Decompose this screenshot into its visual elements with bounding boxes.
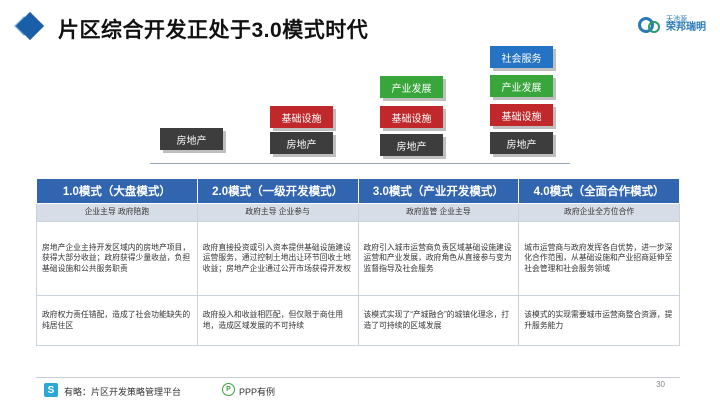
block-real-estate: 房地产	[380, 134, 443, 156]
page-title: 片区综合开发正处于3.0模式时代	[58, 19, 369, 42]
table-cell: 政府监管 企业主导	[357, 203, 520, 222]
table-cell: 政府企业全方位合作	[518, 203, 680, 222]
company-logo: 天池源 荣邦瑞明	[638, 16, 706, 33]
block-industry: 产业发展	[490, 75, 553, 97]
table-cell: 该模式实现了“产城融合”的城镇化理念，打造了可持续的区域发展	[357, 295, 520, 346]
platform-name: 有略：片区开发策略管理平台	[64, 387, 182, 397]
page-number: 30	[656, 380, 665, 389]
table-row: 政府权力责任错配，造成了社会功能缺失的纯居住区 政府投入和收益相匹配，但仅限于商…	[36, 295, 680, 346]
header-mode-2: 2.0模式（一级开发模式）	[196, 178, 359, 204]
logo-line-1: 天池源	[666, 16, 687, 23]
table-row: 房地产企业主持开发区域内的房地产项目，获得大部分收益；政府获得少量收益，负担基础…	[36, 221, 680, 296]
block-real-estate: 房地产	[270, 132, 333, 154]
header-mode-3: 3.0模式（产业开发模式）	[357, 178, 520, 204]
header-mode-4: 4.0模式（全面合作模式）	[518, 178, 680, 204]
block-real-estate: 房地产	[490, 132, 553, 154]
ppp-name: PPP有例	[239, 387, 276, 397]
block-industry: 产业发展	[380, 76, 443, 98]
diagram-baseline	[150, 163, 570, 164]
block-infrastructure: 基础设施	[490, 104, 553, 126]
ppp-logo-icon: P	[222, 383, 235, 396]
table-cell: 该模式的实现需要城市运营商整合资源，提升服务能力	[518, 295, 680, 346]
table-row: 企业主导 政府陪跑 政府主导 企业参与 政府监管 企业主导 政府企业全方位合作	[36, 203, 680, 222]
block-real-estate: 房地产	[160, 128, 223, 150]
title-decoration-icon	[14, 10, 48, 44]
table-cell: 城市运营商与政府发挥各自优势，进一步深化合作范围，从基础设施和产业招商延伸至社会…	[518, 221, 680, 296]
header-mode-1: 1.0模式（大盘模式）	[36, 178, 198, 204]
block-infrastructure: 基础设施	[270, 106, 333, 128]
table-cell: 房地产企业主持开发区域内的房地产项目，获得大部分收益；政府获得少量收益，负担基础…	[36, 221, 198, 296]
table-cell: 政府主导 企业参与	[196, 203, 359, 222]
platform-logo-icon: S	[44, 383, 58, 397]
logo-line-2: 荣邦瑞明	[666, 22, 706, 33]
footer-divider	[36, 377, 680, 378]
block-social-service: 社会服务	[490, 46, 553, 68]
table-header-row: 1.0模式（大盘模式） 2.0模式（一级开发模式） 3.0模式（产业开发模式） …	[36, 178, 680, 204]
logo-rings-icon	[638, 16, 660, 33]
block-infrastructure: 基础设施	[380, 106, 443, 128]
table-cell: 政府权力责任错配，造成了社会功能缺失的纯居住区	[36, 295, 198, 346]
table-cell: 政府引入城市运营商负责区域基础设施建设运营和产业发展，政府角色从直接参与变为监督…	[357, 221, 520, 296]
table-cell: 政府投入和收益相匹配，但仅限于商住用地，造成区域发展的不可持续	[196, 295, 359, 346]
table-cell: 政府直接投资或引入资本提供基础设施建设运营服务，通过控制土地出让环节回收土地收益…	[196, 221, 359, 296]
table-cell: 企业主导 政府陪跑	[36, 203, 198, 222]
mode-comparison-table: 1.0模式（大盘模式） 2.0模式（一级开发模式） 3.0模式（产业开发模式） …	[36, 178, 680, 346]
